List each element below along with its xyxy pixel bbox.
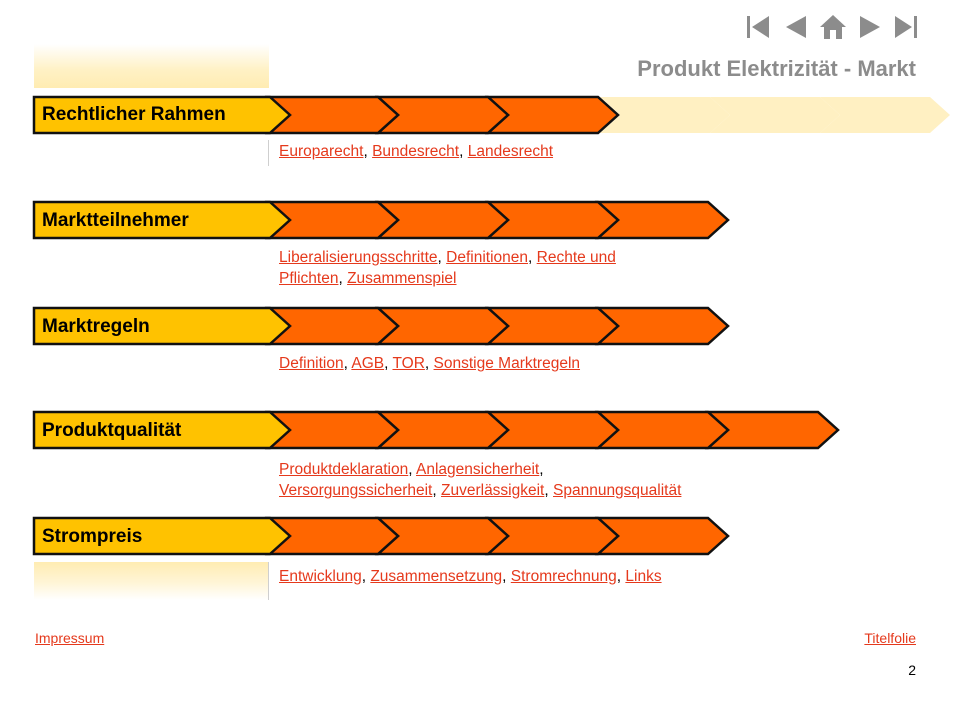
- page-number: 2: [908, 662, 916, 678]
- link-definitionen[interactable]: Definitionen: [446, 249, 529, 266]
- link-europarecht[interactable]: Europarecht: [279, 143, 364, 160]
- link-versorgungssicherheit[interactable]: Versorgungssicherheit: [279, 482, 433, 499]
- page-title: Produkt Elektrizität - Markt: [637, 56, 916, 81]
- link-liberalisierungsschritte[interactable]: Liberalisierungsschritte: [279, 249, 438, 266]
- previous-icon[interactable]: [783, 14, 809, 40]
- decorative-gradient-top: [34, 44, 269, 88]
- link-produktdeklaration[interactable]: Produktdeklaration: [279, 461, 409, 478]
- label-arrow: [32, 410, 292, 450]
- home-icon[interactable]: [819, 14, 847, 40]
- faded-chevron: [600, 97, 730, 133]
- link-zusammenspiel[interactable]: Zusammenspiel: [347, 270, 457, 287]
- link-anlagensicherheit[interactable]: Anlagensicherheit: [416, 461, 540, 478]
- label-arrow: [32, 306, 292, 346]
- slide-navigation: [745, 14, 920, 40]
- divider: [268, 562, 269, 600]
- faded-chevron: [710, 97, 840, 133]
- next-icon[interactable]: [857, 14, 883, 40]
- link-rechte-und-pflichten-2[interactable]: Pflichten: [279, 270, 339, 287]
- link-spannungsqualitaet[interactable]: Spannungsqualität: [553, 482, 682, 499]
- link-rechte-und-pflichten[interactable]: Rechte und: [536, 249, 616, 266]
- decorative-gradient-bottom: [34, 562, 269, 600]
- link-tor[interactable]: TOR: [392, 355, 425, 372]
- label-arrow: [32, 200, 292, 240]
- label-arrow: [32, 95, 292, 135]
- link-definition[interactable]: Definition: [279, 355, 344, 372]
- faded-chevron: [820, 97, 950, 133]
- label-arrow: [32, 516, 292, 556]
- link-zusammensetzung[interactable]: Zusammensetzung: [370, 568, 503, 585]
- last-icon[interactable]: [893, 14, 919, 40]
- link-stromrechnung[interactable]: Stromrechnung: [510, 568, 617, 585]
- links-strompreis: Entwicklung, Zusammensetzung, Stromrechn…: [279, 568, 662, 585]
- links-rechtlicher-rahmen: Europarecht, Bundesrecht, Landesrecht: [279, 143, 554, 160]
- link-agb[interactable]: AGB: [351, 355, 385, 372]
- first-icon[interactable]: [745, 14, 771, 40]
- links-marktregeln: Definition, AGB, TOR, Sonstige Marktrege…: [279, 355, 581, 372]
- divider: [268, 140, 269, 166]
- link-zuverlaessigkeit[interactable]: Zuverlässigkeit: [441, 482, 545, 499]
- link-landesrecht[interactable]: Landesrecht: [467, 143, 554, 160]
- impressum-link[interactable]: Impressum: [35, 630, 105, 646]
- link-sonstige-marktregeln[interactable]: Sonstige Marktregeln: [433, 355, 581, 372]
- link-entwicklung[interactable]: Entwicklung: [279, 568, 362, 585]
- link-links[interactable]: Links: [625, 568, 662, 585]
- link-bundesrecht[interactable]: Bundesrecht: [372, 143, 460, 160]
- titelfolie-link[interactable]: Titelfolie: [864, 630, 916, 646]
- links-marktteilnehmer: Liberalisierungsschritte, Definitionen, …: [279, 249, 616, 287]
- links-produktqualitaet: Produktdeklaration, Anlagensicherheit, V…: [279, 461, 682, 499]
